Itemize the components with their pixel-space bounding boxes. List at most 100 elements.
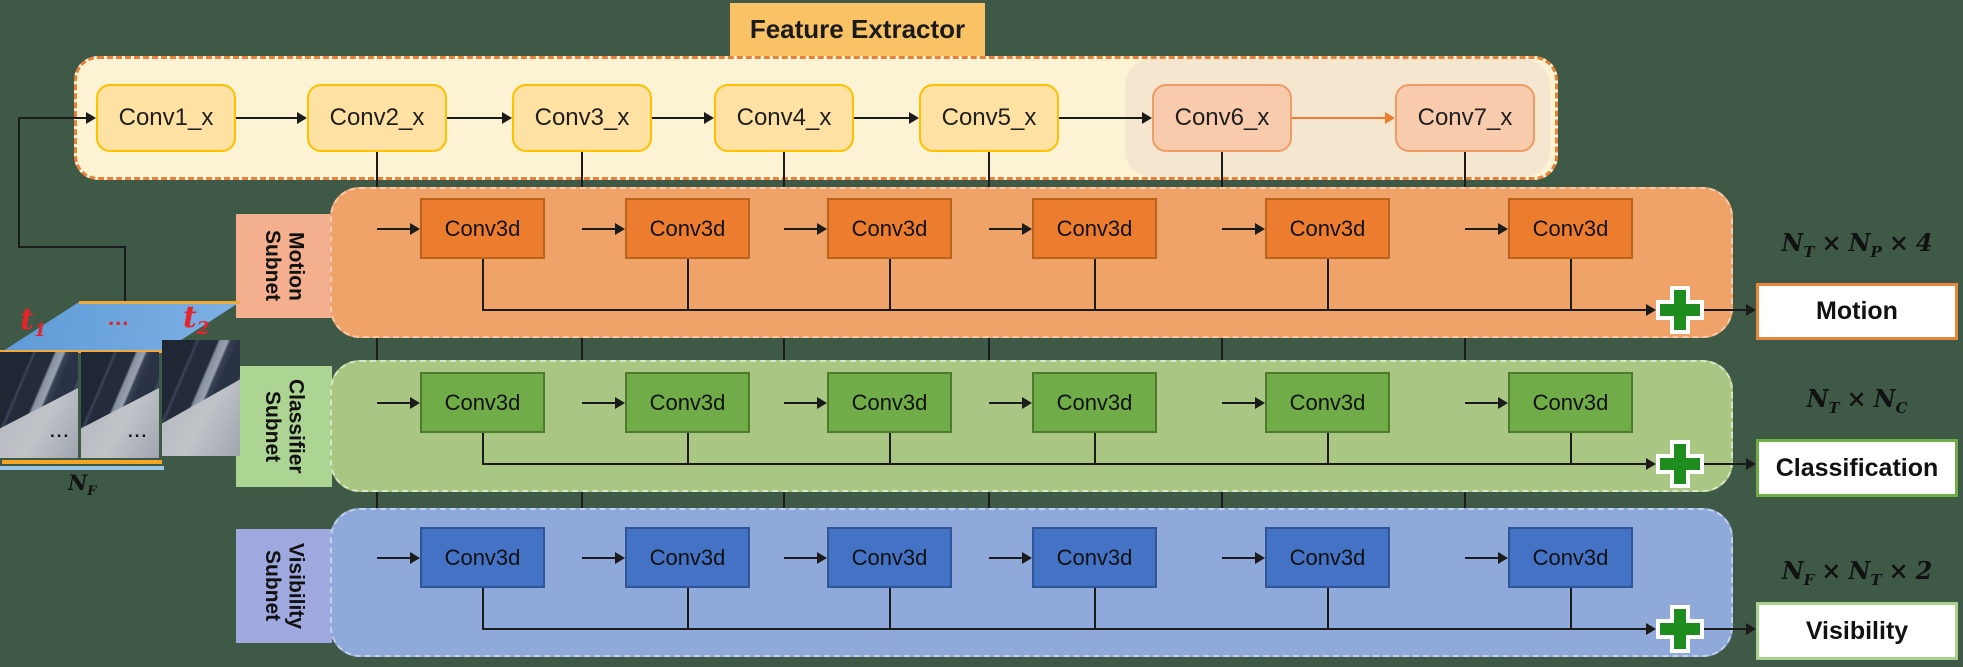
output-arrow-line [1704, 628, 1746, 630]
conv3d-label: Conv3d [1289, 389, 1366, 415]
sum-connector-line [1093, 433, 1096, 465]
feature-drop-line-7 [1464, 152, 1466, 557]
branch-arrow-head [1255, 222, 1265, 235]
feature-block-label: Conv2_x [329, 104, 425, 131]
feature-extractor-title: Feature Extractor [730, 3, 985, 56]
sum-connector-line [481, 433, 484, 465]
branch-arrow-line [989, 227, 1022, 230]
dim-term: 2 [1915, 556, 1933, 585]
conv3d-box: Conv3d [420, 372, 545, 433]
branch-arrow-head [1498, 396, 1508, 409]
classifier-dim-label: NT×NC [1756, 384, 1958, 417]
branch-arrow-line [582, 227, 615, 230]
times-sign: × [1821, 228, 1842, 257]
branch-arrow-head [410, 396, 420, 409]
branch-arrow-head [817, 551, 827, 564]
conv3d-label: Conv3d [1532, 215, 1609, 241]
motion-output-box: Motion [1756, 283, 1958, 340]
motion-dim-label: NT×NP×4 [1756, 228, 1958, 261]
branch-arrow-head [1255, 396, 1265, 409]
input-arrow-head [86, 112, 96, 124]
feature-arrow-line [854, 117, 909, 119]
conv3d-label: Conv3d [1289, 544, 1366, 570]
times-sign: × [1888, 228, 1909, 257]
sum-connector-line [686, 588, 689, 630]
branch-arrow-head [817, 396, 827, 409]
branch-arrow-head [1498, 222, 1508, 235]
classifier-output-box: Classification [1756, 439, 1958, 497]
branch-arrow-head [1255, 551, 1265, 564]
stack-far-edge [79, 301, 240, 304]
feature-block-label: Conv3_x [534, 104, 630, 131]
conv3d-label: Conv3d [1289, 215, 1366, 241]
dim-term: NT [1848, 556, 1882, 589]
branch-arrow-head [1022, 222, 1032, 235]
sum-line [482, 463, 1646, 465]
classifier-output-label: Classification [1775, 453, 1939, 482]
dim-term: NC [1873, 384, 1908, 417]
branch-arrow-line [1465, 556, 1498, 559]
feature-block-conv5_x: Conv5_x [919, 84, 1059, 152]
feature-drop-line-6 [1221, 152, 1223, 557]
sum-connector-line [1093, 259, 1096, 311]
t1-label: t1 [20, 302, 47, 341]
sum-connector-line [888, 588, 891, 630]
branch-arrow-line [784, 227, 817, 230]
branch-arrow-line [784, 556, 817, 559]
conv3d-label: Conv3d [444, 215, 521, 241]
sum-arrow-head [1646, 623, 1656, 635]
frames-count-label: NF [68, 470, 97, 500]
branch-arrow-line [1222, 556, 1255, 559]
sum-connector-line [481, 259, 484, 311]
dim-term: NT [1781, 228, 1815, 261]
sum-connector-line [1326, 588, 1329, 630]
branch-arrow-line [1465, 227, 1498, 230]
sum-connector-line [481, 588, 484, 630]
feature-arrow-head [909, 112, 919, 124]
branch-arrow-line [1465, 401, 1498, 404]
sum-connector-line [1326, 259, 1329, 311]
feature-arrow-line [652, 117, 704, 119]
classifier-subnet-label: Classifier Subnet [236, 366, 332, 487]
conv3d-label: Conv3d [851, 544, 928, 570]
input-line-into-conv1 [19, 117, 86, 119]
sum-connector-line [1326, 433, 1329, 465]
conv3d-box: Conv3d [1508, 527, 1633, 588]
conv3d-box: Conv3d [1032, 198, 1157, 259]
sum-connector-line [1093, 588, 1096, 630]
conv3d-box: Conv3d [625, 527, 750, 588]
dim-term: NP [1848, 228, 1882, 261]
feature-arrow-line [1059, 117, 1142, 119]
visibility-subnet-label: Visibility Subnet [236, 529, 332, 643]
conv3d-label: Conv3d [649, 544, 726, 570]
feature-arrow-head [1385, 112, 1395, 124]
branch-arrow-head [410, 551, 420, 564]
output-arrow-line [1704, 463, 1746, 465]
stack-underline-orange [2, 460, 162, 464]
branch-arrow-head [817, 222, 827, 235]
conv3d-box: Conv3d [827, 527, 952, 588]
feature-drop-line-5 [988, 152, 990, 557]
sum-plus-icon [1654, 284, 1706, 336]
branch-arrow-line [377, 227, 410, 230]
visibility-subnet-band [330, 508, 1733, 657]
branch-arrow-head [615, 222, 625, 235]
feature-arrow-head [502, 112, 512, 124]
branch-arrow-head [1498, 551, 1508, 564]
times-sign: × [1821, 556, 1842, 585]
conv3d-label: Conv3d [649, 389, 726, 415]
plus-glyph [1656, 605, 1704, 653]
feature-block-conv1_x: Conv1_x [96, 84, 236, 152]
sum-arrow-head [1646, 458, 1656, 470]
branch-arrow-line [989, 556, 1022, 559]
feature-block-label: Conv6_x [1174, 104, 1270, 131]
conv3d-box: Conv3d [827, 372, 952, 433]
motion-output-label: Motion [1816, 297, 1898, 325]
conv3d-box: Conv3d [1508, 198, 1633, 259]
conv3d-label: Conv3d [1532, 544, 1609, 570]
feature-block-conv4_x: Conv4_x [714, 84, 854, 152]
feature-arrow-head [297, 112, 307, 124]
branch-arrow-line [1222, 401, 1255, 404]
branch-arrow-line [377, 556, 410, 559]
feature-arrow-head [704, 112, 714, 124]
